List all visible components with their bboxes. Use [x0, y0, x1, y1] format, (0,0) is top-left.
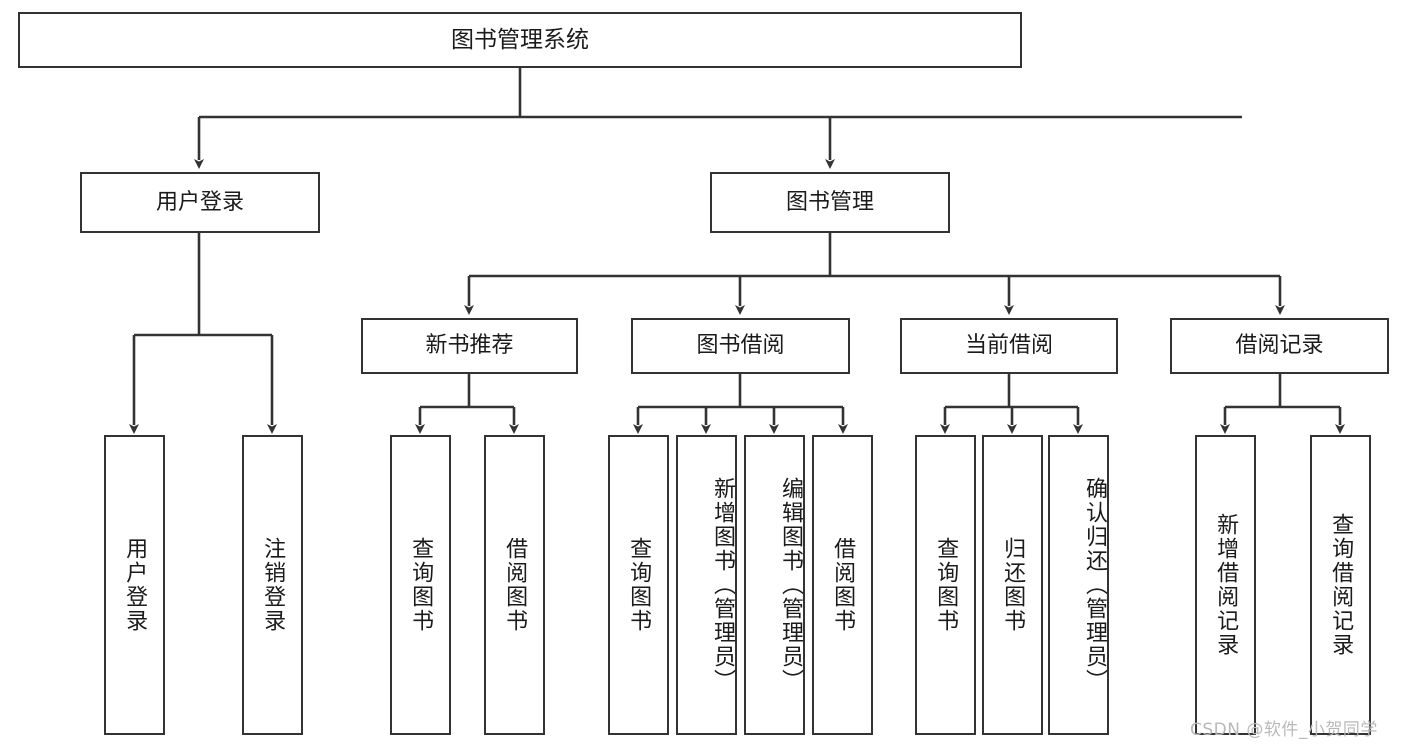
- node-leaf-borrow-book-2[interactable]: 借阅图书: [812, 435, 873, 735]
- node-leaf-borrow-book-1[interactable]: 借阅图书: [484, 435, 545, 735]
- node-new-book-recommend[interactable]: 新书推荐: [361, 318, 578, 374]
- node-leaf-return-book-label: 归还图书: [1000, 537, 1026, 633]
- node-leaf-add-book-label: 新增图书（管理员）: [710, 477, 735, 693]
- node-leaf-return-book[interactable]: 归还图书: [982, 435, 1043, 735]
- node-book-borrow[interactable]: 图书借阅: [631, 318, 850, 374]
- node-user-login-label: 用户登录: [155, 189, 244, 215]
- node-borrow-record[interactable]: 借阅记录: [1170, 318, 1389, 374]
- node-leaf-user-login[interactable]: 用户登录: [104, 435, 165, 735]
- node-root-label: 图书管理系统: [451, 26, 589, 53]
- node-leaf-confirm-return-label: 确认归还（管理员）: [1082, 477, 1107, 693]
- node-leaf-user-login-label: 用户登录: [122, 537, 148, 633]
- node-leaf-query-record-label: 查询借阅记录: [1328, 513, 1354, 657]
- node-leaf-query-record[interactable]: 查询借阅记录: [1310, 435, 1371, 735]
- node-leaf-query-book-2[interactable]: 查询图书: [608, 435, 669, 735]
- node-leaf-edit-book-label: 编辑图书（管理员）: [778, 477, 803, 693]
- node-leaf-add-book[interactable]: 新增图书（管理员）: [676, 435, 737, 735]
- node-user-login[interactable]: 用户登录: [80, 172, 320, 233]
- node-leaf-query-book-2-label: 查询图书: [626, 537, 652, 633]
- node-leaf-borrow-book-2-label: 借阅图书: [830, 537, 856, 633]
- node-current-borrow-label: 当前借阅: [964, 333, 1053, 359]
- node-leaf-add-record[interactable]: 新增借阅记录: [1195, 435, 1256, 735]
- node-leaf-logout-label: 注销登录: [260, 537, 286, 633]
- node-leaf-query-book-3-label: 查询图书: [933, 537, 959, 633]
- node-leaf-edit-book[interactable]: 编辑图书（管理员）: [744, 435, 805, 735]
- node-book-manage[interactable]: 图书管理: [710, 172, 950, 233]
- csdn-watermark: CSDN @软件_小贺同学: [1190, 720, 1378, 740]
- node-leaf-query-book-1[interactable]: 查询图书: [390, 435, 451, 735]
- node-leaf-query-book-1-label: 查询图书: [408, 537, 434, 633]
- node-book-manage-label: 图书管理: [785, 189, 874, 215]
- node-book-borrow-label: 图书借阅: [696, 333, 785, 359]
- node-current-borrow[interactable]: 当前借阅: [900, 318, 1118, 374]
- node-leaf-query-book-3[interactable]: 查询图书: [915, 435, 976, 735]
- node-leaf-confirm-return[interactable]: 确认归还（管理员）: [1048, 435, 1109, 735]
- node-borrow-record-label: 借阅记录: [1235, 333, 1324, 359]
- node-leaf-logout[interactable]: 注销登录: [242, 435, 303, 735]
- node-root[interactable]: 图书管理系统: [18, 12, 1022, 68]
- node-leaf-add-record-label: 新增借阅记录: [1213, 513, 1239, 657]
- node-leaf-borrow-book-1-label: 借阅图书: [502, 537, 528, 633]
- node-new-book-recommend-label: 新书推荐: [425, 333, 514, 359]
